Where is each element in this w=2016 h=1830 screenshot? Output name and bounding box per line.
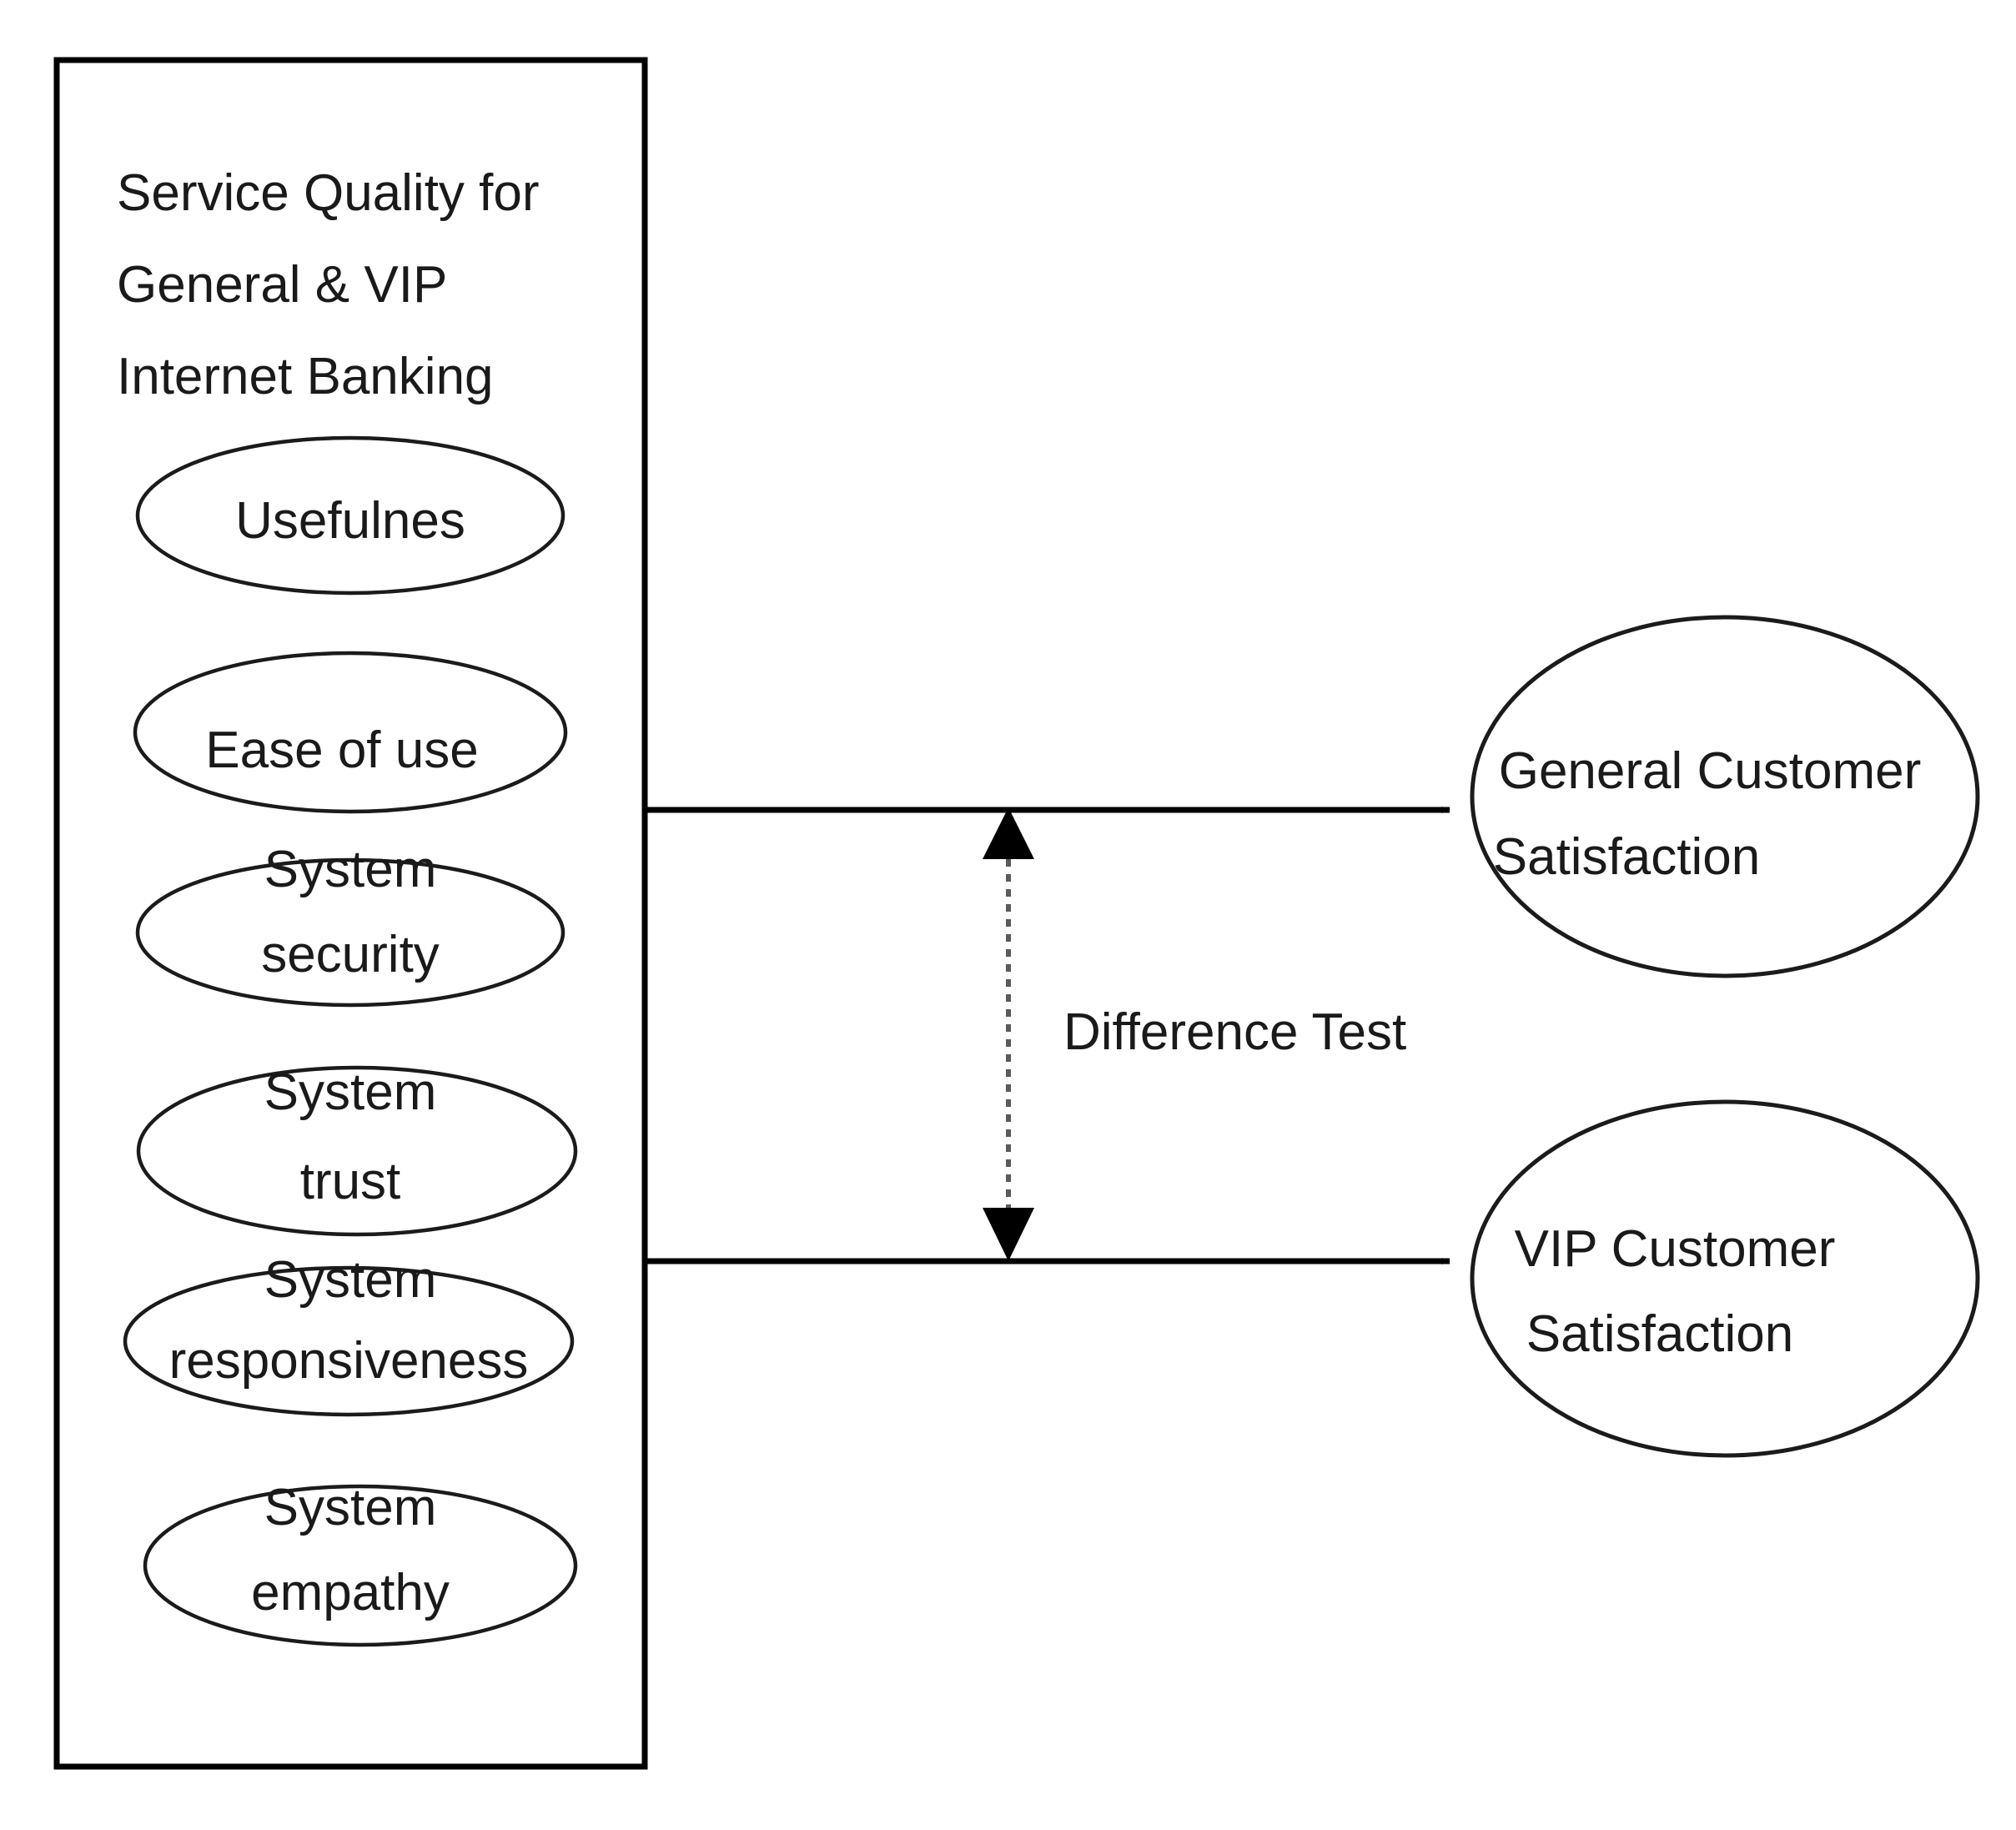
system-trust-label-line-1: System xyxy=(264,1063,437,1121)
difference-test-connector: Difference Test xyxy=(983,807,1406,1261)
box-title-line-1: Service Quality for xyxy=(117,164,540,222)
usefulness-label: Usefulnes xyxy=(235,492,465,550)
system-empathy-label-line-1: System xyxy=(264,1479,437,1536)
ease-of-use-label: Ease of use xyxy=(205,721,478,779)
difference-test-arrowhead-up xyxy=(983,807,1034,859)
system-security-label-line-1: System xyxy=(264,841,437,898)
service-quality-box xyxy=(53,57,648,1770)
system-responsiveness-label-line-2: responsiveness xyxy=(169,1332,529,1390)
outcome-node-general-customer-satisfaction[interactable]: General Customer Satisfaction xyxy=(1470,615,1980,978)
general-customer-satisfaction-label-line-2: Satisfaction xyxy=(1493,828,1761,886)
usefulness-ellipse xyxy=(135,435,566,596)
difference-test-label: Difference Test xyxy=(1063,1003,1406,1061)
construct-node-ease-of-use[interactable]: Ease of use xyxy=(133,651,568,814)
system-empathy-label-line-2: empathy xyxy=(251,1564,450,1621)
system-security-label-line-2: security xyxy=(261,926,440,983)
construct-node-usefulness[interactable]: Usefulnes xyxy=(135,435,566,596)
general-customer-satisfaction-label-line-1: General Customer xyxy=(1499,742,1922,800)
construct-node-system-security[interactable]: System security xyxy=(135,841,566,1008)
box-title-line-3: Internet Banking xyxy=(117,348,494,405)
system-trust-ellipse xyxy=(136,1065,578,1237)
system-responsiveness-ellipse xyxy=(123,1265,575,1417)
general-customer-satisfaction-ellipse xyxy=(1470,615,1980,978)
vip-customer-satisfaction-ellipse xyxy=(1470,1099,1980,1458)
system-responsiveness-label-line-1: System xyxy=(264,1251,437,1309)
system-empathy-ellipse xyxy=(143,1484,578,1647)
construct-node-system-responsiveness[interactable]: System responsiveness xyxy=(123,1251,575,1417)
construct-node-system-empathy[interactable]: System empathy xyxy=(143,1479,578,1647)
ease-of-use-ellipse xyxy=(133,651,568,814)
outcome-node-vip-customer-satisfaction[interactable]: VIP Customer Satisfaction xyxy=(1470,1099,1980,1458)
vip-customer-satisfaction-label-line-2: Satisfaction xyxy=(1526,1305,1794,1363)
vip-customer-satisfaction-label-line-1: VIP Customer xyxy=(1515,1220,1836,1278)
difference-test-arrowhead-down xyxy=(983,1208,1034,1261)
system-trust-label-line-2: trust xyxy=(300,1153,401,1210)
construct-node-system-trust[interactable]: System trust xyxy=(136,1063,578,1237)
box-title-line-2: General & VIP xyxy=(117,256,447,314)
system-security-ellipse xyxy=(135,857,566,1008)
